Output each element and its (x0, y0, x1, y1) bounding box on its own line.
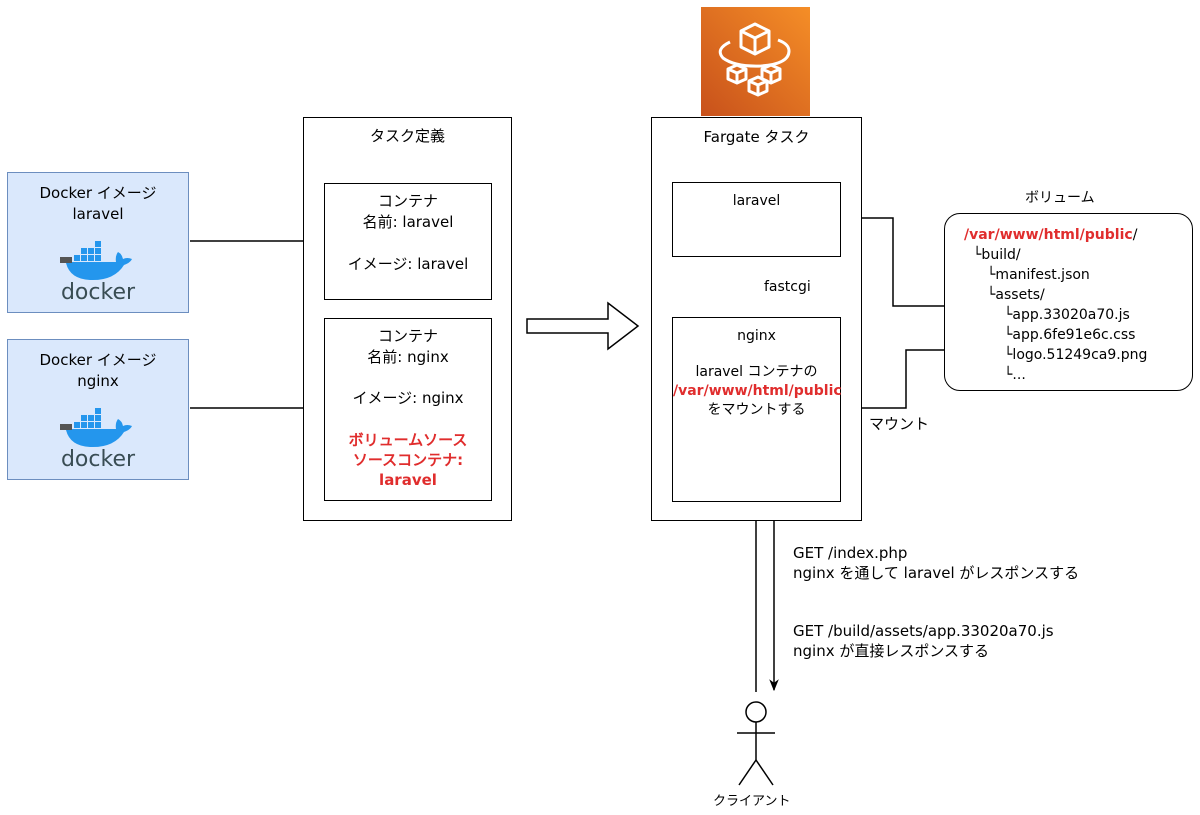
container-nginx: コンテナ 名前: nginx イメージ: nginx ボリュームソース ソースコ… (324, 318, 492, 501)
volume-root-path: /var/www/html/public (964, 227, 1133, 243)
request1-line2: nginx を通して laravel がレスポンスする (793, 564, 1080, 582)
docker-logo-icon (60, 241, 132, 281)
docker-logo-text: docker (60, 447, 136, 472)
docker-image-laravel: Docker イメージ laravel docker (7, 172, 189, 313)
fargate-nginx-container: nginx laravel コンテナの /var/www/html/public… (672, 317, 842, 502)
nginx-desc-path: /var/www/html/public (673, 383, 842, 399)
volume-root-suffix: / (1132, 227, 1138, 243)
volume-root: /var/www/html/public/ (964, 225, 1137, 245)
docker-image-title: Docker イメージ (39, 184, 157, 202)
request1-line1: GET /index.php (793, 544, 908, 562)
container-laravel: コンテナ 名前: laravel イメージ: laravel (324, 183, 492, 300)
docker-logo-text: docker (60, 280, 136, 305)
fargate-task-title: Fargate タスク (703, 128, 810, 146)
client-label: クライアント (713, 794, 791, 809)
docker-image-name: nginx (77, 372, 119, 390)
arrow-mount (841, 349, 944, 413)
source-container-value: laravel (379, 471, 437, 489)
request2-line2: nginx が直接レスポンスする (793, 642, 990, 660)
volume-source-label: ボリュームソース (348, 431, 468, 449)
tree-item: └manifest.json (987, 267, 1090, 283)
source-container-label: ソースコンテナ: (352, 451, 464, 469)
tree-item: └logo.51249ca9.png (1004, 347, 1148, 363)
container-name: 名前: nginx (367, 348, 449, 366)
request2-line1: GET /build/assets/app.33020a70.js (793, 622, 1054, 640)
client-actor-icon (737, 701, 775, 786)
container-image: イメージ: nginx (352, 389, 464, 407)
container-heading: コンテナ (377, 192, 438, 210)
tree-item: └... (1004, 367, 1026, 383)
docker-image-title: Docker イメージ (39, 351, 157, 369)
volume-title: ボリューム (1025, 190, 1095, 206)
fargate-laravel-container: laravel (672, 182, 841, 257)
mount-label: マウント (869, 415, 930, 433)
line-laravel-volume (841, 217, 944, 307)
nginx-desc-line2: をマウントする (707, 402, 806, 418)
container-image: イメージ: laravel (347, 255, 469, 273)
tree-item: └assets/ (987, 287, 1045, 303)
tree-item: └build/ (973, 247, 1021, 263)
fastcgi-label: fastcgi (764, 279, 811, 295)
docker-logo-icon (60, 408, 132, 448)
tree-item: └app.6fe91e6c.css (1004, 327, 1136, 343)
tree-item: └app.33020a70.js (1004, 307, 1130, 323)
container-heading: コンテナ (377, 327, 438, 345)
nginx-desc-line1: laravel コンテナの (695, 364, 818, 380)
task-definition-title: タスク定義 (369, 127, 445, 145)
docker-image-name: laravel (72, 205, 124, 223)
nginx-label: nginx (737, 328, 776, 344)
big-arrow (526, 301, 640, 351)
docker-image-nginx: Docker イメージ nginx docker (7, 339, 189, 480)
volume-box: /var/www/html/public/ └build/ └manifest.… (944, 213, 1193, 391)
aws-fargate-icon (701, 7, 810, 116)
container-name: 名前: laravel (362, 213, 454, 231)
laravel-label: laravel (732, 193, 781, 209)
